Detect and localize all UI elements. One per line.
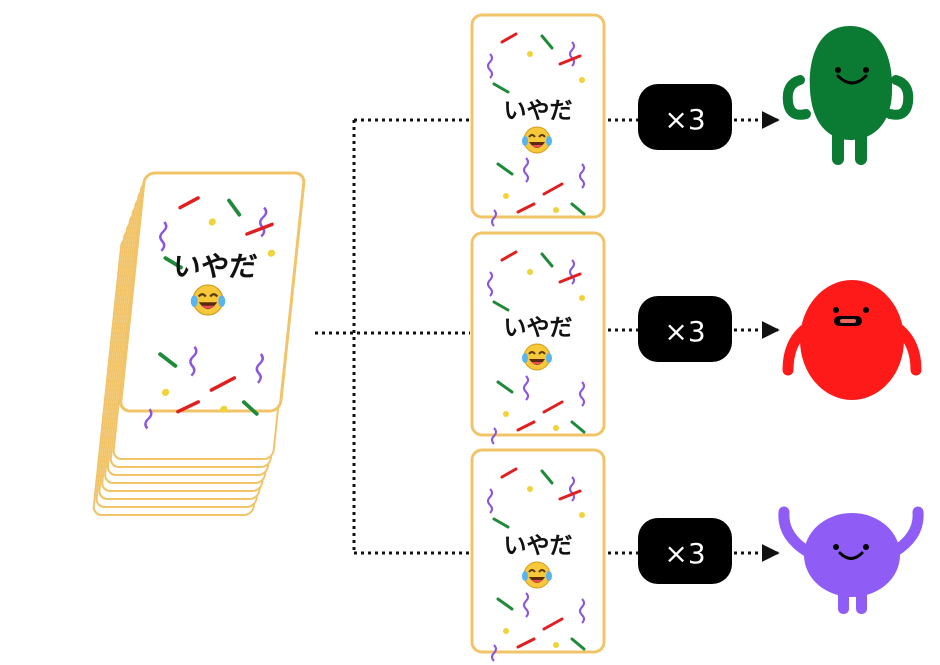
hand-card xyxy=(470,231,606,437)
green-character xyxy=(782,26,914,165)
hand-card-text: いやだ xyxy=(504,533,573,559)
hand-card-text: いやだ xyxy=(504,98,573,124)
multiplier-text: ×3 xyxy=(664,103,705,136)
card-deck: いやだ xyxy=(92,171,306,516)
deck-card-text: いやだ xyxy=(171,250,258,283)
multiplier-badge xyxy=(638,296,732,362)
multiplier-badge xyxy=(638,518,732,584)
multiplier-text: ×3 xyxy=(664,537,705,570)
purple-character xyxy=(778,506,924,614)
hand-card xyxy=(470,448,606,654)
hand-row-2: いやだ ×3 xyxy=(470,231,922,446)
hand-card-text: いやだ xyxy=(504,315,573,341)
multiplier-badge xyxy=(638,84,732,150)
connector-lines xyxy=(315,118,470,555)
hand-card xyxy=(470,13,606,219)
hand-row-1: いやだ ×3 xyxy=(470,13,914,228)
hand-row-3: いやだ ×3 xyxy=(470,448,924,663)
red-character xyxy=(782,280,922,400)
multiplier-text: ×3 xyxy=(664,315,705,348)
